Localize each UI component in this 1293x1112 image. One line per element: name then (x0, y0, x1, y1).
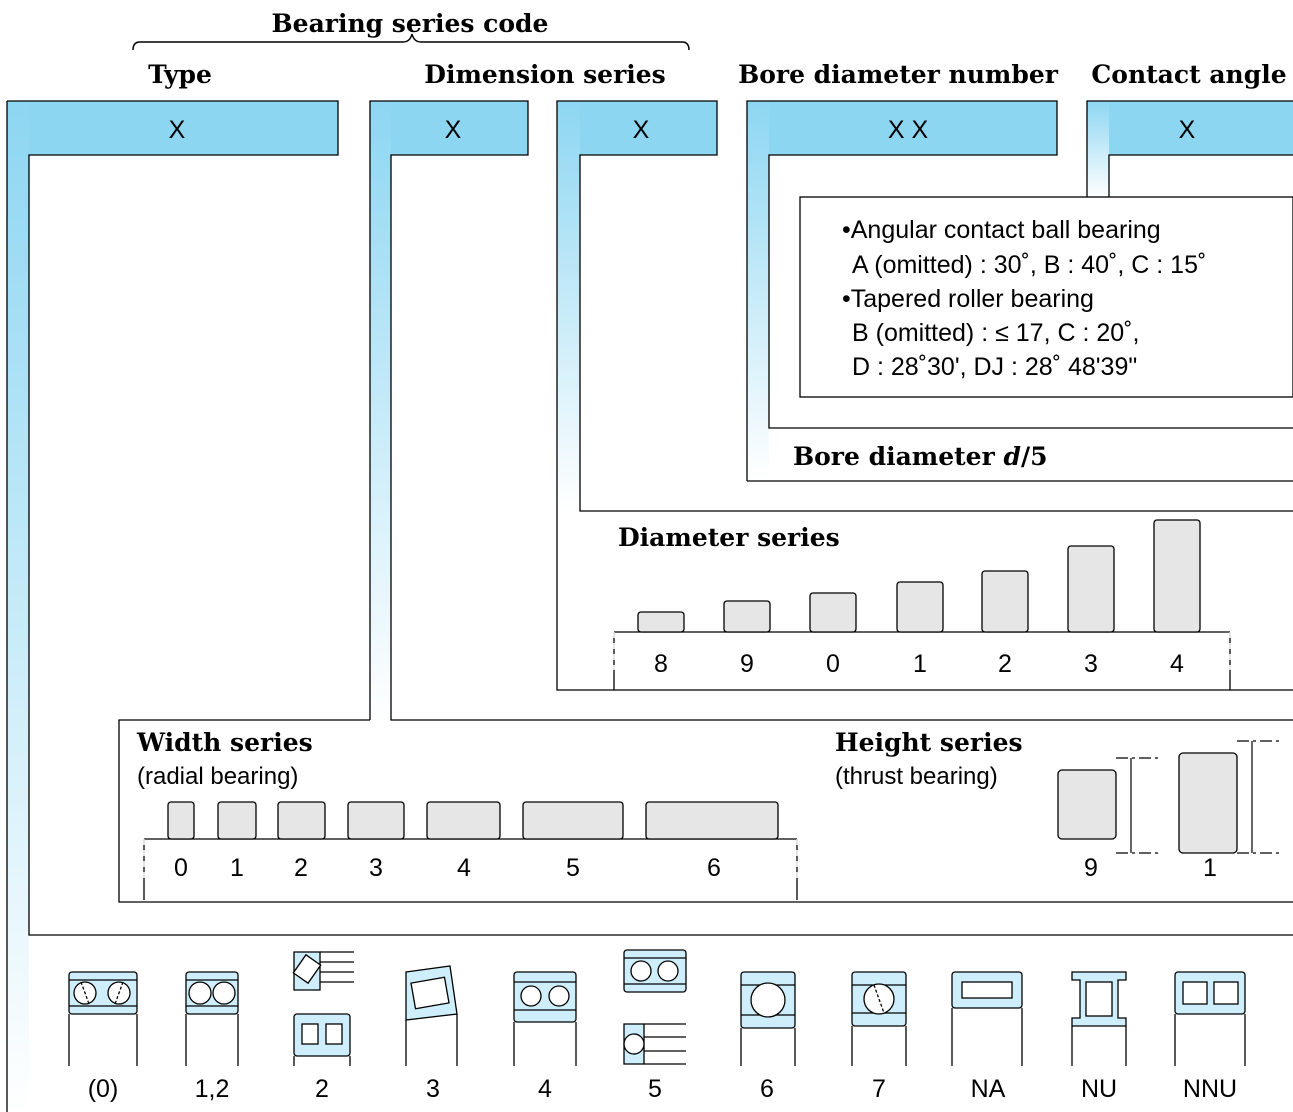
bearing-icon-double-row-deep-groove (513, 971, 577, 1066)
height-code-9: 9 (1084, 854, 1098, 882)
width-code-4: 4 (457, 854, 471, 882)
bearing-type-code: NA (971, 1075, 1006, 1103)
brace (132, 33, 690, 51)
bearing-type-code: 5 (648, 1075, 662, 1103)
width-series-subtitle: (radial bearing) (137, 763, 298, 790)
diameter-block-9 (723, 600, 771, 633)
width-series-title: Width series (136, 728, 313, 757)
diameter-code-8: 8 (654, 650, 668, 678)
bearing-type-code: 4 (538, 1075, 552, 1103)
width-height-panel: Width series (radial bearing) Height ser… (118, 719, 1293, 903)
diameter-code-3: 3 (1084, 650, 1098, 678)
width-block-5 (522, 801, 624, 840)
height-code-1: 1 (1203, 854, 1217, 882)
diameter-code: X (633, 116, 650, 144)
diameter-block-2 (981, 570, 1029, 633)
bearing-icon-double-row-angular (68, 971, 138, 1066)
width-block-1 (217, 801, 257, 840)
bore-code: X X (888, 116, 929, 144)
bearing-icon-tapered-roller (405, 965, 458, 1066)
diameter-series-panel: Diameter series 8 9 0 1 2 3 4 (556, 511, 1293, 691)
diameter-block-4 (1153, 519, 1201, 633)
height-block-1 (1178, 752, 1238, 854)
bearing-type-code: 1,2 (195, 1075, 230, 1103)
diameter-code-9: 9 (740, 650, 754, 678)
column-label-contact-angle: Contact angle (1091, 60, 1286, 89)
bearing-icon-spherical-roller (292, 951, 354, 1066)
width-height-code: X (445, 116, 462, 144)
bearing-type-code: NU (1081, 1075, 1117, 1103)
width-code-2: 2 (294, 854, 308, 882)
bearing-type-code: 7 (872, 1075, 886, 1103)
width-code-0: 0 (174, 854, 188, 882)
column-label-type: Type (148, 60, 212, 89)
width-code-1: 1 (230, 854, 244, 882)
diameter-block-1 (896, 581, 944, 633)
width-block-3 (347, 801, 405, 840)
diameter-block-0 (809, 592, 857, 633)
bearing-types-row (68, 949, 1246, 1066)
bore-diameter-label: Bore diameter d/5 (793, 442, 1047, 471)
diameter-block-8 (637, 611, 685, 633)
diameter-code-1: 1 (913, 650, 927, 678)
bearing-type-code: NNU (1183, 1075, 1237, 1103)
note-line-2: A (omitted) : 30˚, B : 40˚, C : 15˚ (852, 251, 1206, 279)
note-line-4: B (omitted) : ≤ 17, C : 20˚, (852, 319, 1139, 347)
type-code: X (169, 116, 186, 144)
bearing-icon-needle-roller (951, 971, 1023, 1066)
bearing-type-code: 6 (760, 1075, 774, 1103)
header: Bearing series code Type Dimension serie… (132, 9, 1287, 89)
type-connector: X (6, 100, 1293, 1112)
contact-angle-note: •Angular contact ball bearing A (omitted… (799, 196, 1293, 398)
height-block-9 (1057, 769, 1117, 840)
note-line-5: D : 28˚30', DJ : 28˚ 48'39" (852, 353, 1137, 381)
bearing-icon-angular-contact (851, 971, 907, 1066)
diameter-code-2: 2 (998, 650, 1012, 678)
diameter-block-3 (1067, 545, 1115, 633)
bearing-type-code: (0) (88, 1075, 119, 1103)
bearing-icon-double-row-cylindrical (1174, 971, 1246, 1066)
column-label-dimension-series: Dimension series (424, 60, 665, 89)
diameter-series-title: Diameter series (618, 523, 840, 552)
width-code-5: 5 (566, 854, 580, 882)
bearing-series-code-label: Bearing series code (272, 9, 549, 38)
bore-diameter-box: Bore diameter d/5 (747, 442, 1293, 482)
bearing-type-code: 3 (426, 1075, 440, 1103)
width-block-6 (645, 801, 779, 840)
width-block-2 (277, 801, 326, 840)
width-block-4 (426, 801, 501, 840)
diameter-code-4: 4 (1170, 650, 1184, 678)
bearing-icon-deep-groove-ball (740, 971, 796, 1066)
height-series-subtitle: (thrust bearing) (835, 763, 998, 790)
bearing-icon-self-aligning-ball (185, 971, 239, 1066)
height-series-title: Height series (835, 728, 1023, 757)
contact-angle-connector: X (1086, 100, 1293, 197)
width-code-6: 6 (707, 854, 721, 882)
bore-connector: X X (746, 100, 1293, 481)
width-code-3: 3 (369, 854, 383, 882)
bearing-icon-thrust-ball (623, 949, 687, 1065)
note-line-3: •Tapered roller bearing (842, 285, 1094, 313)
bearing-icon-cylindrical-roller (1071, 971, 1127, 1066)
bearing-type-codes: (0) 1,2 2 3 4 5 6 7 NA NU NNU (88, 1075, 1237, 1103)
note-line-1: •Angular contact ball bearing (842, 216, 1161, 244)
width-block-0 (167, 801, 195, 840)
diameter-connector: X (556, 100, 1293, 512)
contact-angle-code: X (1179, 116, 1196, 144)
column-label-bore-diameter-number: Bore diameter number (738, 60, 1059, 89)
width-height-connector: X (369, 100, 1293, 721)
diameter-code-0: 0 (826, 650, 840, 678)
bearing-type-code: 2 (315, 1075, 329, 1103)
